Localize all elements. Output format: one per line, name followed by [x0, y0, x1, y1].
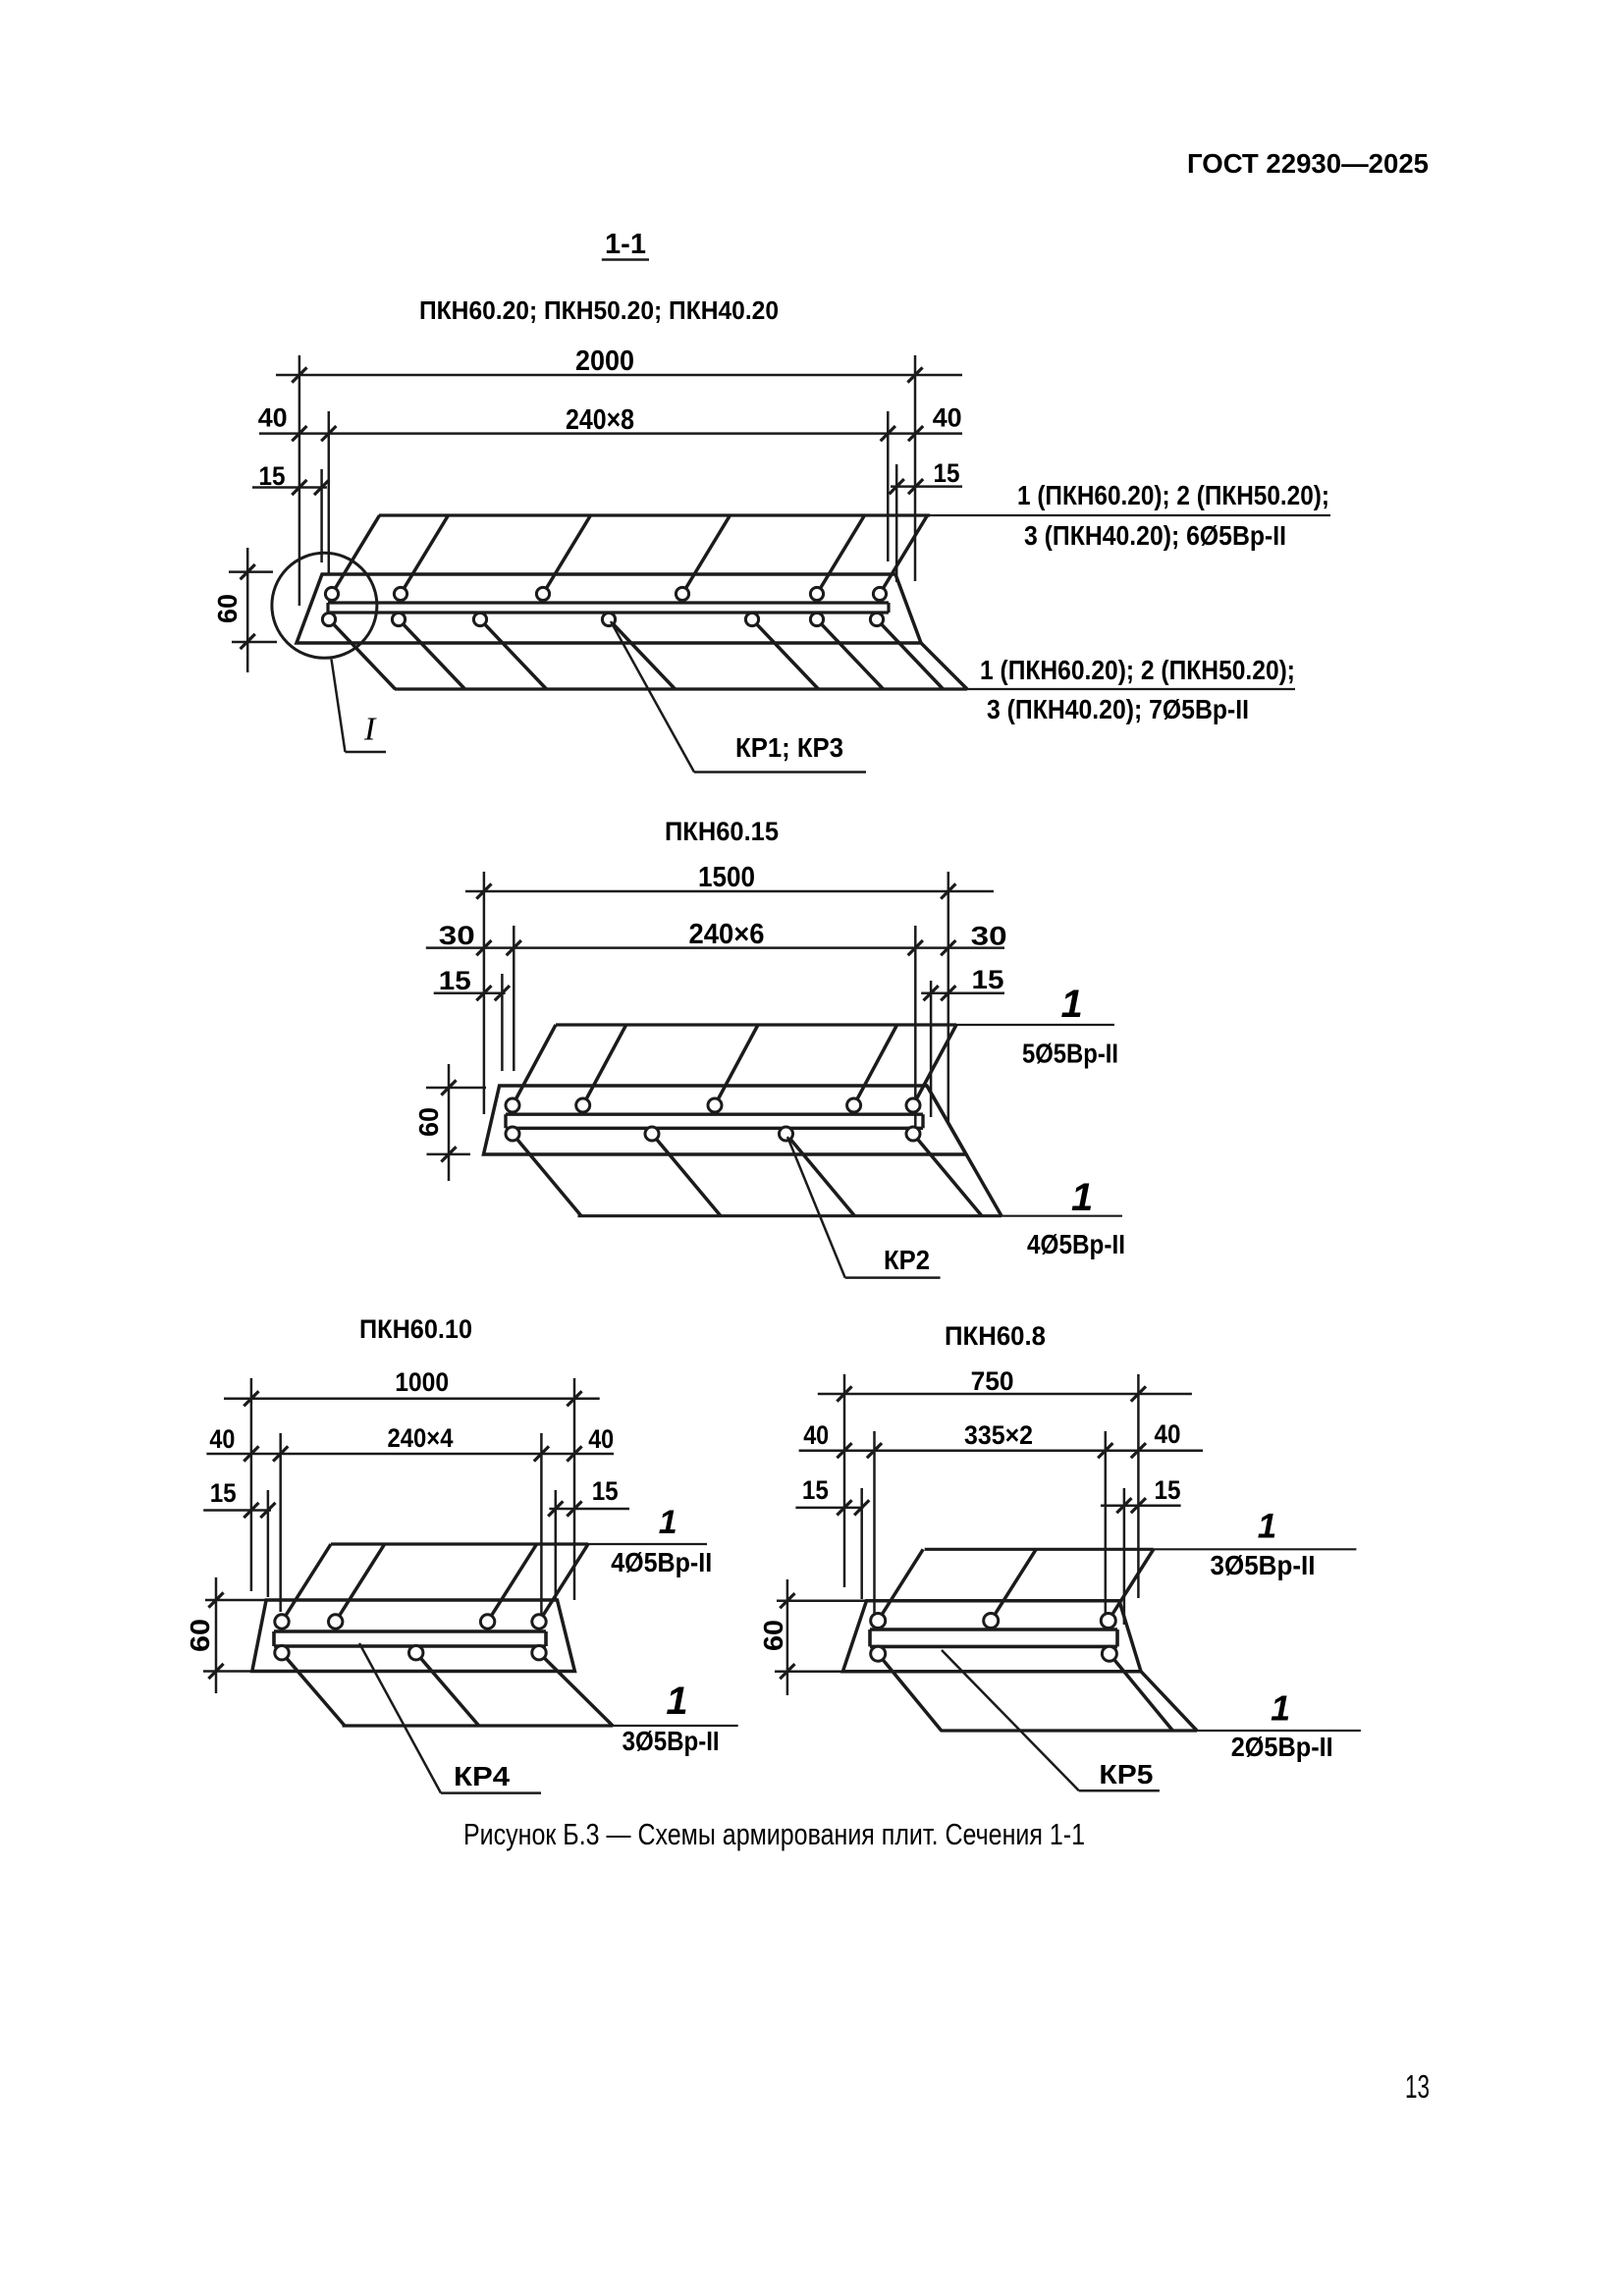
svg-text:40: 40 — [1155, 1419, 1181, 1449]
svg-text:1000: 1000 — [395, 1367, 449, 1397]
svg-text:40: 40 — [803, 1420, 829, 1450]
svg-text:1-1: 1-1 — [605, 229, 646, 260]
svg-text:Рисунок Б.3 — Схемы армировани: Рисунок Б.3 — Схемы армирования плит. Се… — [463, 1817, 1085, 1851]
svg-text:60: 60 — [212, 594, 243, 623]
svg-text:3 (ПКН40.20); 6Ø5Вр-II: 3 (ПКН40.20); 6Ø5Вр-II — [1024, 520, 1286, 551]
svg-text:60: 60 — [413, 1107, 444, 1137]
svg-text:ПКН60.10: ПКН60.10 — [359, 1314, 472, 1344]
svg-text:ПКН60.15: ПКН60.15 — [665, 817, 779, 846]
svg-text:30: 30 — [439, 921, 475, 950]
svg-text:15: 15 — [210, 1478, 237, 1508]
svg-text:3Ø5Вр-II: 3Ø5Вр-II — [1211, 1550, 1316, 1580]
svg-text:40: 40 — [209, 1424, 235, 1454]
svg-text:1: 1 — [1071, 1176, 1093, 1219]
svg-text:КР4: КР4 — [454, 1761, 510, 1791]
svg-text:60: 60 — [185, 1619, 215, 1652]
svg-text:1500: 1500 — [698, 862, 755, 893]
svg-text:40: 40 — [588, 1424, 614, 1454]
svg-text:15: 15 — [934, 458, 960, 488]
svg-text:4Ø5Вр-II: 4Ø5Вр-II — [1027, 1229, 1125, 1259]
svg-text:15: 15 — [259, 461, 286, 491]
svg-text:4Ø5Вр-II: 4Ø5Вр-II — [611, 1547, 712, 1577]
svg-text:1: 1 — [1258, 1508, 1276, 1546]
svg-text:ПКН60.20; ПКН50.20; ПКН40.20: ПКН60.20; ПКН50.20; ПКН40.20 — [419, 295, 779, 325]
svg-text:13: 13 — [1405, 2068, 1430, 2105]
svg-text:КР2: КР2 — [884, 1245, 930, 1275]
svg-text:60: 60 — [758, 1620, 788, 1651]
svg-text:40: 40 — [933, 402, 962, 432]
svg-text:3Ø5Вр-II: 3Ø5Вр-II — [623, 1726, 720, 1756]
svg-text:3 (ПКН40.20); 7Ø5Вр-II: 3 (ПКН40.20); 7Ø5Вр-II — [987, 694, 1249, 724]
svg-text:240×8: 240×8 — [566, 404, 634, 436]
svg-text:ГОСТ 22930—2025: ГОСТ 22930—2025 — [1187, 148, 1429, 179]
svg-text:30: 30 — [971, 922, 1007, 951]
svg-text:750: 750 — [971, 1366, 1014, 1396]
svg-text:240×4: 240×4 — [388, 1423, 454, 1453]
svg-text:40: 40 — [258, 402, 288, 432]
svg-text:335×2: 335×2 — [964, 1420, 1033, 1450]
svg-text:240×6: 240×6 — [689, 919, 765, 950]
svg-text:15: 15 — [1155, 1475, 1181, 1505]
svg-text:1: 1 — [659, 1504, 677, 1541]
svg-text:1: 1 — [1271, 1687, 1290, 1728]
svg-text:КР1; КР3: КР1; КР3 — [735, 732, 843, 763]
svg-text:15: 15 — [439, 966, 471, 995]
svg-text:15: 15 — [802, 1475, 829, 1505]
svg-text:5Ø5Вр-II: 5Ø5Вр-II — [1022, 1039, 1118, 1069]
svg-text:1 (ПКН60.20); 2 (ПКН50.20);: 1 (ПКН60.20); 2 (ПКН50.20); — [1017, 480, 1329, 510]
svg-text:2000: 2000 — [575, 346, 634, 377]
svg-text:15: 15 — [592, 1476, 619, 1506]
svg-text:1: 1 — [1061, 983, 1083, 1026]
svg-text:КР5: КР5 — [1099, 1759, 1153, 1789]
svg-text:2Ø5Вр-II: 2Ø5Вр-II — [1231, 1732, 1333, 1762]
svg-text:1 (ПКН60.20); 2 (ПКН50.20);: 1 (ПКН60.20); 2 (ПКН50.20); — [980, 655, 1295, 685]
svg-text:I: I — [363, 712, 377, 748]
svg-text:ПКН60.8: ПКН60.8 — [945, 1321, 1046, 1351]
svg-text:15: 15 — [972, 965, 1004, 994]
svg-text:1: 1 — [666, 1680, 687, 1723]
